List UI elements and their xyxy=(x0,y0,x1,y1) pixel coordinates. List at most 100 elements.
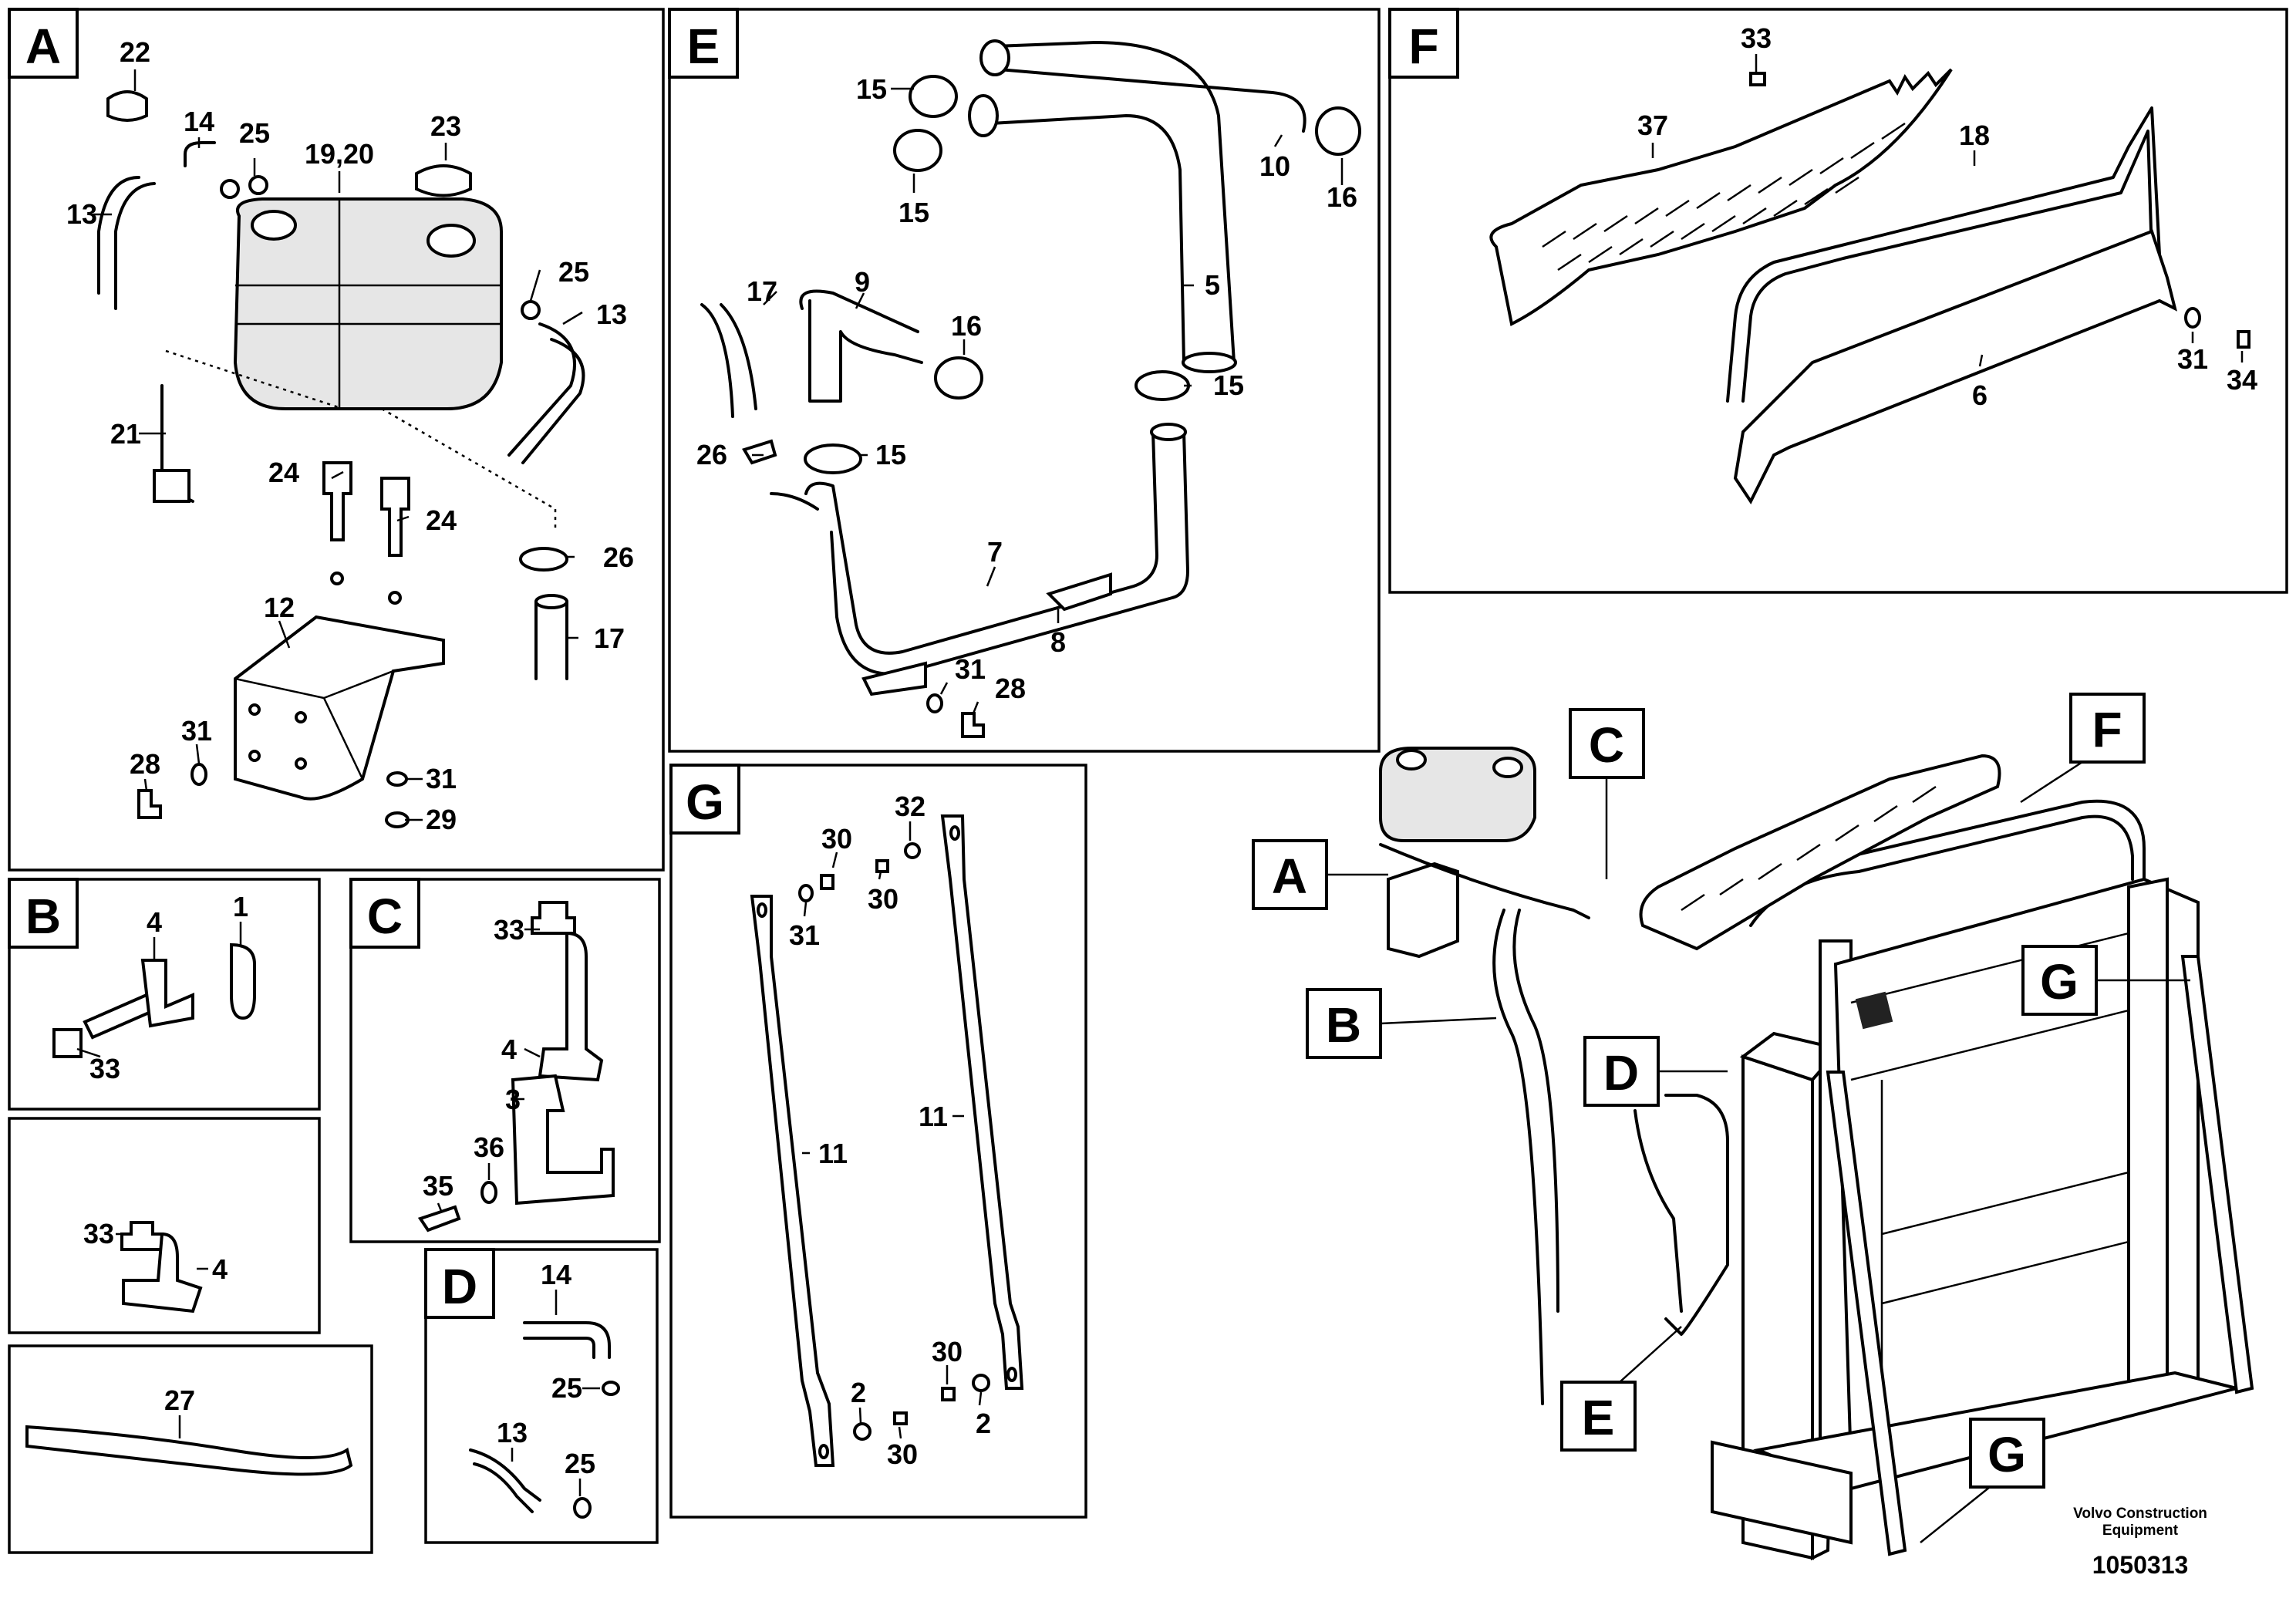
label-a-4: 23 xyxy=(430,110,461,142)
label-g-5: 11 xyxy=(919,1101,948,1132)
clip-4-c xyxy=(538,931,604,1082)
label-a-5: 13 xyxy=(66,198,97,230)
bolt-30d xyxy=(893,1411,908,1425)
bracket-8 xyxy=(1046,572,1112,612)
overview-grille xyxy=(1639,754,2001,951)
label-f-3: 31 xyxy=(2177,343,2208,375)
label-f-5: 34 xyxy=(2227,364,2257,396)
seal-18 xyxy=(1726,106,2161,403)
nut-29 xyxy=(385,811,410,828)
panel-f: F 33 37 18 31 6 34 xyxy=(1388,8,2288,594)
overview-tag-b: B xyxy=(1326,997,1361,1053)
label-a-1: 14 xyxy=(184,106,214,137)
panel-e-tag: E xyxy=(687,19,720,74)
overview-strap-left xyxy=(1826,1071,1907,1556)
label-b-1: 1 xyxy=(233,891,248,922)
washer-32 xyxy=(904,842,921,859)
label-d-0: 14 xyxy=(541,1259,571,1290)
brand-line-2: Equipment xyxy=(2102,1523,2179,1539)
hose-27 xyxy=(25,1425,353,1476)
pressure-cap-23 xyxy=(415,164,472,197)
pipe-7 xyxy=(804,430,1158,655)
overview-tag-f: F xyxy=(2092,702,2122,757)
label-a-9: 24 xyxy=(268,457,299,488)
hose-17 xyxy=(534,600,568,680)
nut-31-e xyxy=(926,693,943,713)
overview-pipe xyxy=(1664,1094,1729,1336)
hose-13-d xyxy=(469,1448,541,1502)
label-a-15: 28 xyxy=(130,748,160,780)
panel-g-tag: G xyxy=(686,774,724,830)
label-e-10: 15 xyxy=(875,439,906,470)
overview-tag-g2: G xyxy=(1988,1427,2026,1482)
label-e-13: 31 xyxy=(955,653,986,685)
doc-number: 1050313 xyxy=(2092,1551,2189,1579)
label-b3-0: 27 xyxy=(164,1384,195,1416)
hose-10 xyxy=(997,68,1306,133)
label-e-11: 7 xyxy=(987,536,1003,568)
bolt-28 xyxy=(137,789,162,819)
hose-17-e xyxy=(700,303,757,418)
washer-2b xyxy=(853,1422,872,1441)
bolt-30c xyxy=(941,1387,956,1401)
bracket-12 xyxy=(234,615,445,801)
clamp-16a xyxy=(1315,106,1361,156)
nut-25-d1 xyxy=(602,1381,620,1396)
bolt-35 xyxy=(417,1205,461,1233)
label-a-2: 25 xyxy=(239,117,270,149)
label-e-6: 9 xyxy=(855,266,870,298)
label-f-0: 33 xyxy=(1741,22,1772,54)
bolt-30a xyxy=(875,859,889,873)
clamp-26 xyxy=(519,547,568,572)
label-g-9: 30 xyxy=(887,1438,918,1470)
label-g-1: 30 xyxy=(821,823,852,855)
panel-c: C 33 4 3 36 35 xyxy=(349,878,661,1243)
nut-25b xyxy=(521,300,541,320)
hose-14-d xyxy=(523,1321,611,1359)
brand-line-1: Volvo Construction xyxy=(2073,1506,2207,1522)
panel-b: B 4 1 33 xyxy=(8,878,321,1111)
label-f-4: 6 xyxy=(1972,379,1988,411)
label-e-9: 26 xyxy=(696,439,727,470)
label-d-2: 13 xyxy=(497,1417,528,1448)
label-e-1: 15 xyxy=(899,197,929,228)
label-c-1: 4 xyxy=(501,1034,517,1065)
label-c-4: 35 xyxy=(423,1170,453,1202)
clamp-16b xyxy=(934,356,983,400)
grille-37 xyxy=(1489,68,1953,326)
bolt-33-f xyxy=(1749,72,1766,86)
label-a-13: 17 xyxy=(594,622,625,654)
label-g-7: 2 xyxy=(976,1408,991,1439)
label-e-12: 8 xyxy=(1050,626,1066,658)
label-e-0: 15 xyxy=(856,73,887,105)
clamp-15c xyxy=(1135,370,1190,401)
fitting-24b xyxy=(380,477,410,557)
label-c-0: 33 xyxy=(494,914,524,946)
label-a-10: 24 xyxy=(426,504,457,536)
label-b2-1: 4 xyxy=(212,1253,228,1285)
panel-b3: 27 xyxy=(8,1344,373,1554)
panel-f-tag: F xyxy=(1408,19,1438,74)
label-a-8: 21 xyxy=(110,418,141,450)
panel-c-tag: C xyxy=(367,889,403,944)
label-e-8: 15 xyxy=(1213,369,1244,401)
washer-31 xyxy=(190,763,207,786)
label-a-6: 25 xyxy=(558,256,589,288)
label-a-14: 31 xyxy=(181,715,212,747)
clip-4-b2 xyxy=(122,1232,203,1313)
label-g-3: 31 xyxy=(789,919,820,951)
washer-2a xyxy=(972,1374,990,1392)
panel-e: E 15 15 10 16 5 xyxy=(668,8,1381,753)
panel-a: A xyxy=(8,8,665,872)
panel-b-tag: B xyxy=(25,889,61,944)
clamp-15b xyxy=(893,129,942,172)
label-a-3: 19,20 xyxy=(305,138,374,170)
label-c-3: 36 xyxy=(474,1131,504,1163)
label-c-2: 3 xyxy=(505,1084,521,1115)
plate-6 xyxy=(1733,229,2177,504)
label-a-0: 22 xyxy=(120,36,150,68)
nut-31-g xyxy=(798,884,814,902)
label-b-0: 4 xyxy=(147,906,162,938)
washer-36 xyxy=(480,1181,497,1204)
